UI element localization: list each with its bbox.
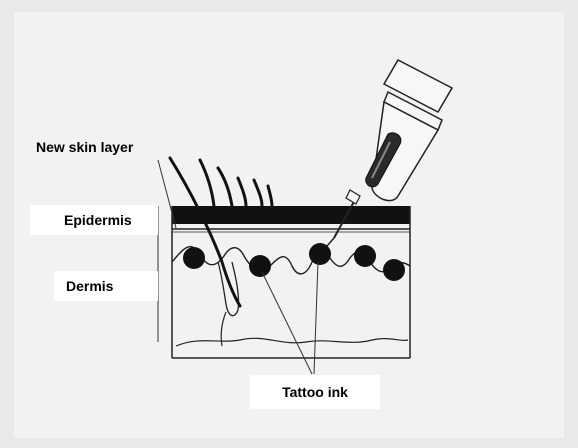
lower-tissue-line: [176, 338, 408, 346]
hair-follicle: [218, 262, 239, 346]
ink-dot-2: [249, 255, 271, 277]
leader-lines: [158, 160, 318, 374]
needle-tip-housing: [346, 190, 360, 204]
ink-dot-3: [309, 243, 331, 265]
hair-strand-6: [268, 186, 272, 206]
hair-strand-5: [254, 180, 262, 206]
label-epidermis: Epidermis: [30, 205, 158, 235]
tattoo-needle-icon: [320, 60, 452, 254]
follicle-outline: [218, 262, 239, 316]
label-dermis: Dermis: [54, 271, 158, 301]
epidermis-layer: [172, 206, 410, 224]
label-new-skin-layer: New skin layer: [34, 136, 135, 158]
label-tattoo-ink: Tattoo ink: [250, 375, 380, 409]
ink-dot-4: [354, 245, 376, 267]
ink-dot-5: [383, 259, 405, 281]
hair-strand-3: [218, 168, 232, 206]
hair-strand-4: [238, 178, 246, 206]
hair-strand-2: [200, 160, 214, 206]
leader-ink-right: [314, 262, 318, 374]
ink-dot-1: [183, 247, 205, 269]
leader-new-skin: [158, 160, 176, 228]
